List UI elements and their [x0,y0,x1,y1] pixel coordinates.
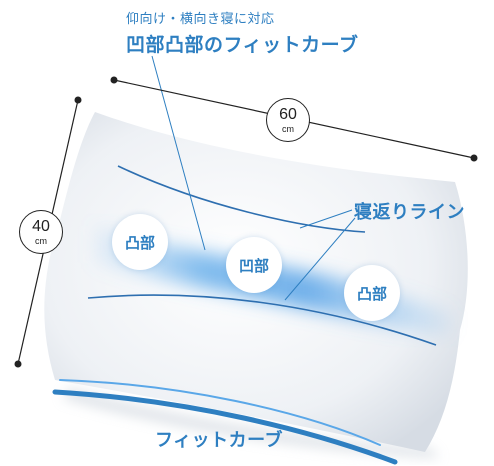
height-dimension-dot-bottom [14,360,22,368]
pillow-shadow [62,388,440,458]
concave-badge-center-label: 凹部 [238,256,269,275]
convex-badge-right: 凸部 [344,265,400,321]
width-value: 60 [279,105,297,123]
height-value: 40 [32,217,50,235]
height-dimension-label: 40 cm [19,210,63,254]
width-unit: cm [282,123,294,134]
rollover-pointer-lower [284,217,356,301]
subtitle-text: 仰向け・横向き寝に対応 [126,12,275,27]
convex-badge-left-label: 凸部 [124,233,155,252]
rollover-line-label: 寝返りライン [354,202,465,223]
convex-badge-left: 凸部 [112,214,168,270]
lower-curve-line [87,294,437,346]
height-unit: cm [35,235,47,246]
width-dimension-dot-left [110,76,118,84]
upper-curve-line [117,165,366,233]
width-dimension-label: 60 cm [266,98,310,142]
rollover-pointer-upper [299,209,353,229]
fit-curve-arc-2 [59,379,381,446]
fit-curve-arc-1 [52,389,398,465]
concave-badge-center: 凹部 [226,237,282,293]
convex-badge-right-label: 凸部 [356,284,387,303]
headline-pointer [151,55,206,251]
height-dimension-dot-top [74,96,82,104]
width-dimension-dot-right [470,154,478,162]
headline-text: 凹部凸部のフィットカーブ [126,34,359,56]
fit-curve-label: フィットカーブ [155,430,284,451]
